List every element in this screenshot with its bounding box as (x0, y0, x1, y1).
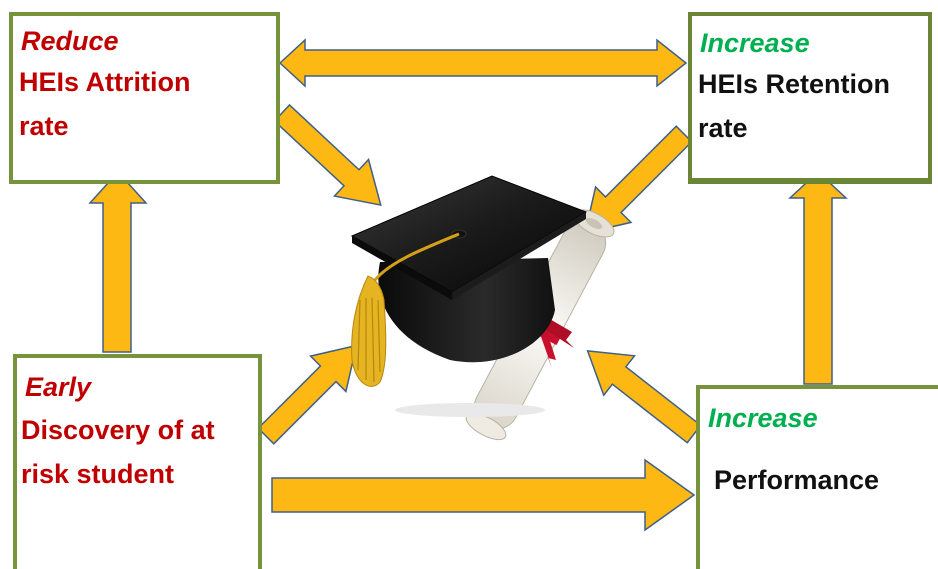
increase-retention-keyword: Increase (700, 28, 810, 58)
arrow-diag-top-left (273, 103, 382, 207)
arrow-right-up (788, 170, 848, 385)
early-discovery-text: Discovery of at risk student (21, 415, 215, 489)
graduation-cap-diploma-icon (350, 175, 615, 441)
increase-retention-box: Increase HEIs Retention rate (688, 12, 932, 184)
reduce-attrition-text: HEIs Attrition rate (19, 67, 191, 141)
arrow-left-up (88, 170, 148, 353)
increase-performance-text: Performance (714, 465, 880, 495)
early-discovery-box: Early Discovery of at risk student (13, 354, 262, 569)
reduce-attrition-box: Reduce HEIs Attrition rate (9, 12, 280, 184)
increase-performance-keyword: Increase (708, 403, 818, 433)
arrow-diag-bottom-right (586, 350, 702, 444)
arrow-bottom-right (271, 458, 696, 532)
arrow-diag-top-right (584, 125, 693, 234)
reduce-keyword: Reduce (21, 26, 119, 56)
early-keyword: Early (25, 372, 92, 402)
increase-performance-box: Increase Performance (696, 385, 938, 569)
increase-retention-text: HEIs Retention rate (698, 69, 891, 143)
arrow-diag-bottom-left (257, 344, 358, 445)
arrow-top-double (278, 38, 688, 88)
